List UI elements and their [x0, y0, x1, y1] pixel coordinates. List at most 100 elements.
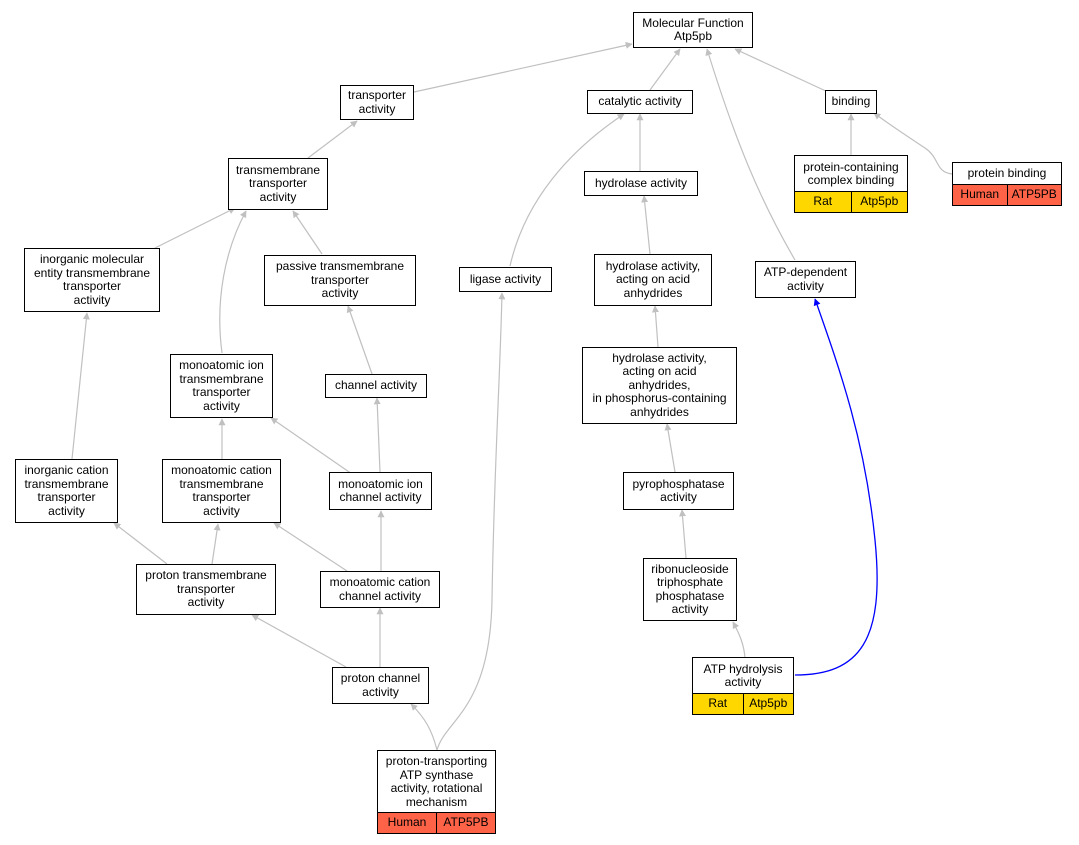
label-line: anhydrides,: [628, 377, 691, 392]
species-tag: Human: [953, 185, 1007, 205]
edge-catalytic-to-mf: [649, 48, 681, 91]
label-line: proton-transporting: [385, 754, 488, 768]
label-line: anhydrides: [623, 285, 683, 300]
label-line: transporter: [176, 581, 236, 596]
label-line: activity: [724, 675, 762, 689]
annotation-row: Human ATP5PB: [378, 812, 495, 833]
label-line: acting on acid: [622, 364, 697, 379]
label-line: ATP synthase: [399, 767, 474, 782]
node-channel-activity[interactable]: channel activity: [325, 374, 427, 398]
edge-ionTm-to-tmtransporter: [219, 210, 247, 354]
edge-catchan-to-catTm: [273, 522, 348, 572]
label-line: activity: [203, 503, 240, 518]
label-line: activity: [787, 278, 824, 293]
label-line: activity: [73, 292, 111, 307]
label-line: hydrolase activity,: [612, 350, 707, 365]
label-line: transporter: [62, 279, 122, 293]
edge-atphydro-to-atpdep: [794, 298, 878, 676]
node-binding[interactable]: binding: [825, 90, 877, 114]
label-line: transporter: [192, 490, 251, 504]
gene-tag: Atp5pb: [850, 192, 907, 212]
node-ligase-activity[interactable]: ligase activity: [459, 267, 552, 292]
label-line: proton channel: [340, 671, 421, 685]
node-hydrolase-activity[interactable]: hydrolase activity: [584, 171, 698, 196]
label-line: complex binding: [807, 173, 895, 187]
label-line: inorganic cation: [24, 463, 109, 477]
edge-atpsynth-to-protonchan: [410, 703, 438, 751]
label-line: phosphatase: [655, 588, 725, 603]
annotation-row: Rat Atp5pb: [693, 693, 793, 714]
gene-tag: Atp5pb: [742, 694, 793, 714]
label-line: activity: [259, 189, 297, 204]
gene-tag: ATP5PB: [436, 813, 495, 833]
label-line: transporter: [310, 272, 370, 287]
label-line: acting on acid: [615, 272, 691, 287]
label-line: hydrolase activity,: [605, 258, 701, 273]
label-line: catalytic activity: [598, 94, 682, 109]
annotation-row: Human ATP5PB: [953, 184, 1061, 205]
node-protein-binding[interactable]: protein binding Human ATP5PB: [952, 162, 1062, 206]
edge-ionchan-to-ionTm: [270, 417, 353, 475]
edge-atpsynth-to-ligase: [436, 292, 506, 751]
label-line: triphosphate: [656, 575, 724, 589]
edge-binding-to-mf: [734, 48, 829, 93]
edge-transporter-to-mf: [413, 41, 633, 93]
label-line: transmembrane: [179, 371, 264, 386]
species-tag: Rat: [693, 694, 743, 714]
label-line: monoatomic ion: [179, 358, 264, 372]
node-catalytic-activity[interactable]: catalytic activity: [587, 90, 693, 114]
label-line: activity: [187, 595, 225, 610]
label-line: anhydrides: [630, 404, 689, 419]
label-line: activity: [362, 684, 399, 699]
edge-hydroacid-to-hydrolase: [641, 195, 651, 255]
edge-channel-to-passive: [346, 305, 373, 375]
edge-atpdep-to-mf: [705, 48, 796, 261]
label-line: activity: [671, 602, 709, 616]
label-line: protein-containing: [803, 159, 899, 174]
species-tag: Rat: [795, 192, 851, 212]
label-line: activity: [321, 286, 359, 301]
edge-passive-to-tmtransporter: [292, 210, 323, 255]
label-line: inorganic molecular: [39, 252, 145, 266]
label-line: monoatomic cation: [329, 575, 431, 589]
label-line: transporter: [248, 176, 308, 191]
annotation-row: Rat Atp5pb: [795, 191, 907, 212]
edge-atphydro-to-ribo: [732, 621, 746, 659]
label-line: transporter: [347, 88, 407, 102]
edge-protonTm-to-inorgcat: [113, 522, 168, 565]
label-line: binding: [831, 94, 871, 109]
edge-ligase-to-catalytic: [509, 113, 625, 267]
label-line: activity: [48, 503, 85, 518]
edge-hydrophos-to-hydroacid: [651, 305, 659, 348]
edge-pyro-to-hydrophos: [664, 423, 676, 473]
edge-inorgmol-to-tmtransporter: [154, 207, 236, 249]
label-line: channel activity: [338, 588, 422, 603]
label-line: hydrolase activity: [594, 175, 688, 190]
edge-ribo-to-pyro: [679, 509, 687, 559]
label-line: transmembrane: [179, 476, 264, 491]
label-line: activity: [358, 101, 396, 116]
gene-tag: ATP5PB: [1006, 185, 1061, 205]
label-line: protein binding: [967, 166, 1047, 181]
